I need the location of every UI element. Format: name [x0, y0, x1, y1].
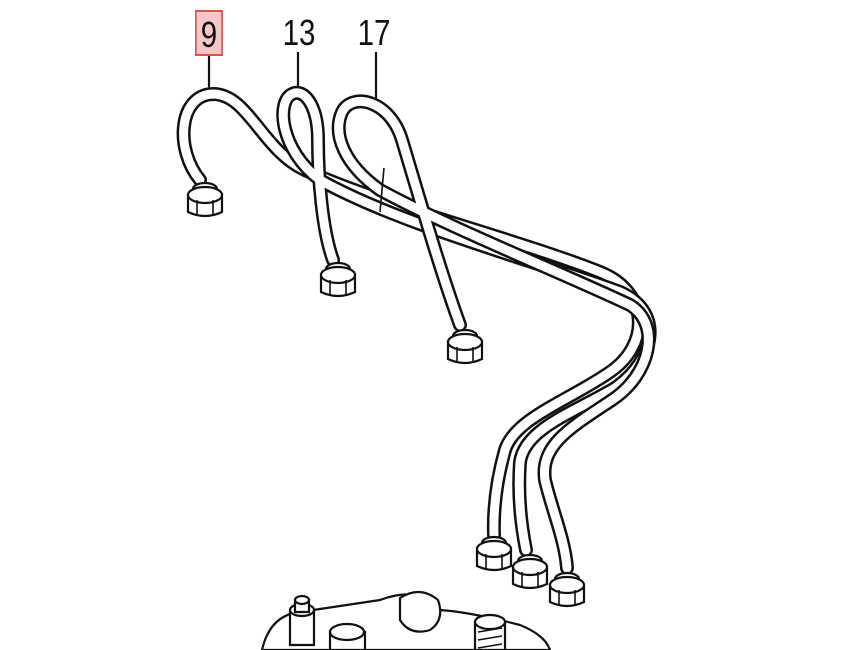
pipe-13-nut [319, 261, 357, 298]
callout-13[interactable]: 13 [282, 12, 316, 53]
injection-pipe-17[interactable] [331, 94, 656, 575]
injection-pump-body [260, 590, 552, 650]
pipe-17-nut [446, 328, 484, 365]
pump-nut-2 [511, 553, 549, 590]
injection-pipe-9[interactable] [176, 87, 646, 542]
callout-17[interactable]: 17 [357, 12, 391, 53]
callout-9[interactable]: 9 [195, 10, 223, 56]
injection-pipe-13[interactable] [276, 85, 657, 557]
pump-nut-3 [548, 571, 586, 608]
pipe-9-nut [186, 181, 224, 218]
pump-nut-1 [475, 535, 513, 572]
clamp-mark [379, 167, 385, 213]
